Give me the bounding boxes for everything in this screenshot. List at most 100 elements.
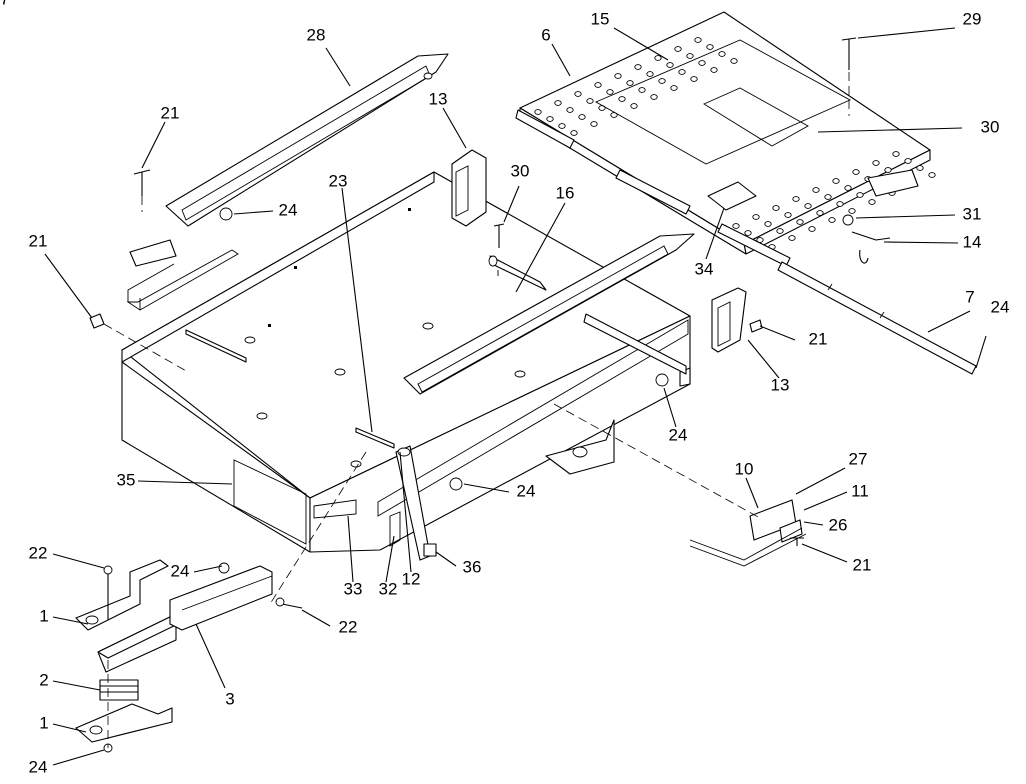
- perforation-hole: [646, 71, 654, 77]
- callout-28: 28: [307, 25, 326, 44]
- callout-35: 35: [117, 470, 136, 489]
- perforation-hole: [868, 199, 876, 205]
- callout-labels: 1123671011121313141516212121212222232424…: [0, 0, 1009, 776]
- callout-26: 26: [829, 515, 848, 534]
- perforation-hole: [884, 167, 892, 173]
- perforation-hole: [744, 230, 752, 236]
- perforation-hole: [808, 226, 816, 232]
- perforation-hole: [718, 51, 726, 57]
- callout-11: 11: [851, 481, 869, 500]
- callout-21: 21: [161, 103, 180, 122]
- hitch-assembly: [689, 499, 807, 567]
- perforation-hole: [690, 76, 698, 82]
- block-13-upper: [451, 149, 487, 227]
- callout-27: 27: [849, 449, 868, 468]
- perforation-hole: [776, 228, 784, 234]
- callout-13: 13: [429, 89, 448, 108]
- perforation-hole: [650, 94, 658, 100]
- perforation-hole: [578, 114, 586, 120]
- callout-1: 1: [39, 606, 48, 625]
- perforation-hole: [694, 37, 702, 43]
- perforation-hole: [570, 130, 578, 136]
- perforation-hole: [706, 44, 714, 50]
- alignment-lines: [103, 72, 850, 748]
- perforation-hole: [816, 210, 824, 216]
- perforation-hole: [796, 219, 804, 225]
- perforation-hole: [848, 208, 856, 214]
- perforation-hole: [566, 107, 574, 113]
- perforation-hole: [836, 201, 844, 207]
- callout-14: 14: [963, 232, 982, 251]
- callout-36: 36: [463, 557, 482, 576]
- perforation-hole: [654, 55, 662, 61]
- callout-24: 24: [171, 561, 190, 580]
- rod: [777, 261, 977, 375]
- callout-31: 31: [963, 204, 982, 223]
- perforation-hole: [824, 194, 832, 200]
- callout-21: 21: [809, 329, 828, 348]
- callout-24: 24: [279, 200, 298, 219]
- callout-24: 24: [991, 297, 1010, 316]
- callout-6: 6: [541, 25, 550, 44]
- perforation-hole: [698, 60, 706, 66]
- leader-lines: [44, 27, 987, 766]
- perforation-hole: [534, 109, 542, 115]
- callout-13: 13: [771, 375, 790, 394]
- perforation-hole: [832, 178, 840, 184]
- block-13-lower: [711, 287, 747, 353]
- callout-21: 21: [29, 231, 48, 250]
- perforation-hole: [730, 58, 738, 64]
- callout-12: 12: [402, 569, 421, 588]
- perforation-hole: [772, 205, 780, 211]
- callout-32: 32: [379, 579, 398, 598]
- perforation-hole: [586, 98, 594, 104]
- perforation-hole: [804, 203, 812, 209]
- perforation-hole: [658, 78, 666, 84]
- perforation-hole: [710, 67, 718, 73]
- perforation-hole: [764, 221, 772, 227]
- perforation-hole: [638, 87, 646, 93]
- perforation-hole: [856, 192, 864, 198]
- hardware: [89, 37, 857, 561]
- perforation-hole: [732, 223, 740, 229]
- perforation-hole: [904, 158, 912, 164]
- perforation-hole: [784, 212, 792, 218]
- callout-23: 23: [329, 171, 348, 190]
- perforation-hole: [678, 69, 686, 75]
- perforation-hole: [594, 82, 602, 88]
- perforation-hole: [828, 217, 836, 223]
- spring-hanger: [75, 559, 303, 753]
- perforation-hole: [614, 73, 622, 79]
- callout-22: 22: [29, 543, 48, 562]
- callout-16: 16: [556, 183, 575, 202]
- side-rail-29: [165, 53, 449, 227]
- step-plate: [515, 11, 936, 267]
- perforation-hole: [630, 103, 638, 109]
- left-handle-rod: [126, 239, 239, 311]
- perforation-hole: [606, 89, 614, 95]
- perforation-hole: [670, 85, 678, 91]
- perforation-hole: [546, 116, 554, 122]
- callout-2: 2: [39, 670, 48, 689]
- callout-33: 33: [344, 579, 363, 598]
- perforation-hole: [872, 160, 880, 166]
- perforation-hole: [812, 187, 820, 193]
- callout-30: 30: [981, 117, 1000, 136]
- perforation-hole: [752, 214, 760, 220]
- perforation-hole: [674, 46, 682, 52]
- perforation-hole: [892, 151, 900, 157]
- callout-7: 7: [965, 287, 974, 306]
- perforation-hole: [666, 62, 674, 68]
- callout-1: 1: [39, 713, 48, 732]
- perforation-hole: [788, 235, 796, 241]
- callout-15: 15: [591, 9, 610, 28]
- callout-34: 34: [695, 259, 714, 278]
- callout-22: 22: [339, 617, 358, 636]
- perforation-hole: [928, 172, 936, 178]
- tube-16: [488, 255, 547, 291]
- perforation-hole: [574, 91, 582, 97]
- perforation-hole: [916, 165, 924, 171]
- inner-rail: [403, 233, 695, 395]
- perforation-hole: [618, 96, 626, 102]
